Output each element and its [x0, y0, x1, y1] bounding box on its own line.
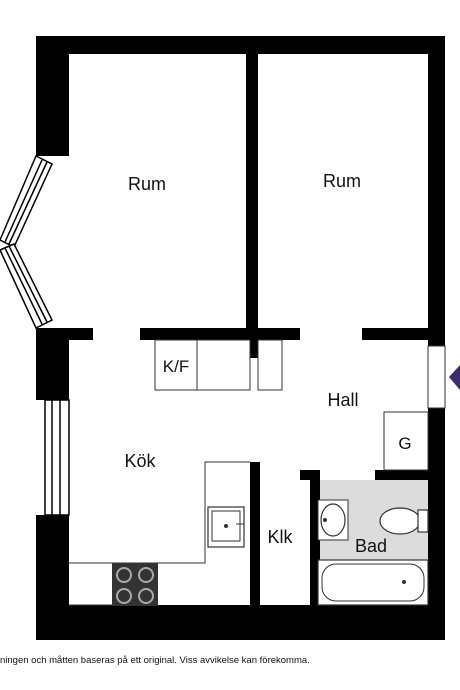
fixture-label-g: G: [398, 434, 411, 453]
stove: [112, 563, 158, 606]
hall-closet: [257, 339, 283, 391]
entrance-door: [427, 345, 446, 409]
room-label-rum-right: Rum: [323, 171, 361, 191]
kitchen-window: [44, 399, 70, 516]
room-label-hall: Hall: [327, 390, 358, 410]
outer-walls: [36, 36, 445, 640]
room-label-rum-left: Rum: [128, 174, 166, 194]
g-closet: [383, 411, 429, 471]
room-label-bad: Bad: [355, 536, 387, 556]
toilet: [379, 507, 429, 535]
kitchen-cabinet: [196, 339, 251, 391]
washbasin: [317, 499, 349, 541]
room-label-kok: Kök: [124, 451, 156, 471]
fixture-label-kf: K/F: [163, 357, 189, 376]
bay-window: [0, 154, 54, 330]
disclaimer-text: ningen och måtten baseras på ett origina…: [0, 655, 310, 666]
interior-walls: [69, 54, 428, 605]
fridge-freezer: [154, 339, 198, 391]
room-label-klk: Klk: [267, 527, 293, 547]
entrance-marker-icon: [449, 365, 460, 390]
bathtub: [317, 559, 429, 606]
kitchen-sink: [207, 506, 245, 548]
